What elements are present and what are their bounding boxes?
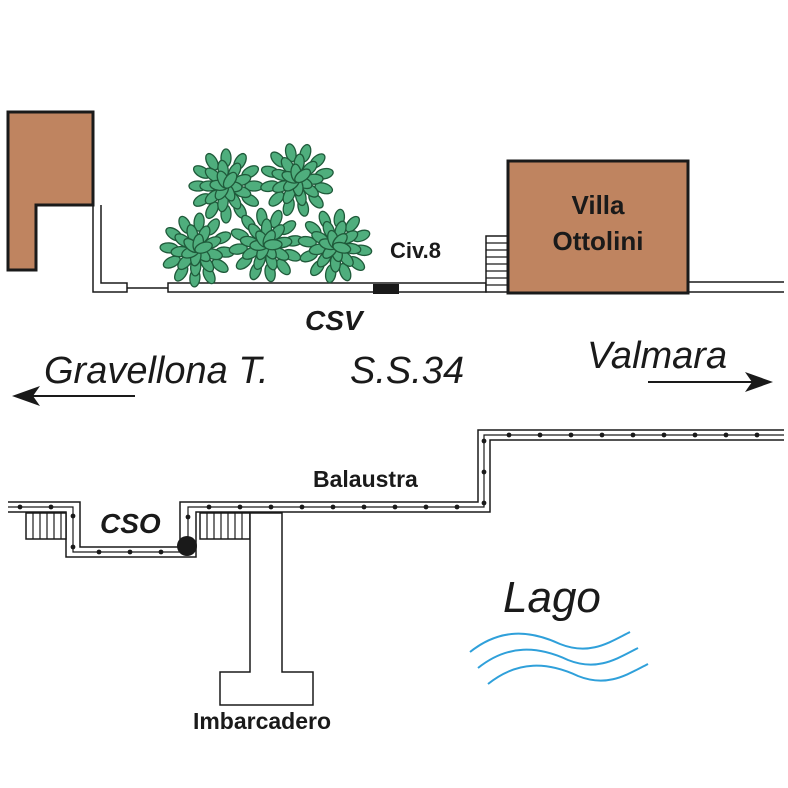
water-waves-icon [469,631,649,685]
rail-post [723,432,729,438]
rail-post [158,549,164,555]
rail-post [481,500,487,506]
balaustra-outer [8,429,784,548]
rail-post [330,504,336,510]
rail-post [299,504,305,510]
rail-post [96,549,102,555]
rail-post [692,432,698,438]
cso-marker [177,536,197,556]
villa-ottolini-building [506,159,690,295]
villa-label-line1: Villa [571,190,625,220]
rail-post [630,432,636,438]
right-sidewalk [688,281,784,293]
rail-post [206,504,212,510]
rail-post [48,504,54,510]
left-building [6,110,95,272]
rail-post [127,549,133,555]
right-stairs [199,512,251,540]
bush-icon [297,208,373,284]
rail-post [481,438,487,444]
road-label: S.S.34 [350,350,464,392]
rail-post [661,432,667,438]
arrow-left-icon [12,386,135,406]
rail-post [568,432,574,438]
left-stairs [25,512,67,540]
villa-steps [485,235,509,293]
rail-post [481,469,487,475]
csv-label: CSV [305,305,365,336]
cso-label: CSO [100,508,161,539]
rail-post [454,504,460,510]
lago-label: Lago [503,573,601,622]
rail-post [754,432,760,438]
bush-icon [260,143,334,217]
rail-post [506,432,512,438]
imbarcadero-pier [219,512,314,706]
balaustra-posts [17,432,760,555]
imbarcadero-label: Imbarcadero [193,708,331,734]
valmara-label: Valmara [587,335,727,377]
bush-icon [159,212,235,288]
rail-post [537,432,543,438]
gravellona-label: Gravellona T. [44,350,269,392]
rail-post [599,432,605,438]
rail-post [392,504,398,510]
bush-icon [188,148,264,224]
rail-post [17,504,23,510]
balaustra-inner [8,439,784,558]
balaustra-label: Balaustra [313,466,418,492]
arrow-right-icon [648,372,773,392]
rail-post [423,504,429,510]
left-wall [92,205,128,293]
rail-post [361,504,367,510]
rail-post [70,544,76,550]
rail-post [185,514,191,520]
rail-post [268,504,274,510]
rail-post [237,504,243,510]
bush-icon [228,207,304,283]
csv-marker [373,284,399,294]
civ-label: Civ.8 [390,238,441,263]
sidewalk [167,282,487,293]
bushes [159,143,373,288]
rail-post [70,513,76,519]
villa-label-line2: Ottolini [553,226,644,256]
